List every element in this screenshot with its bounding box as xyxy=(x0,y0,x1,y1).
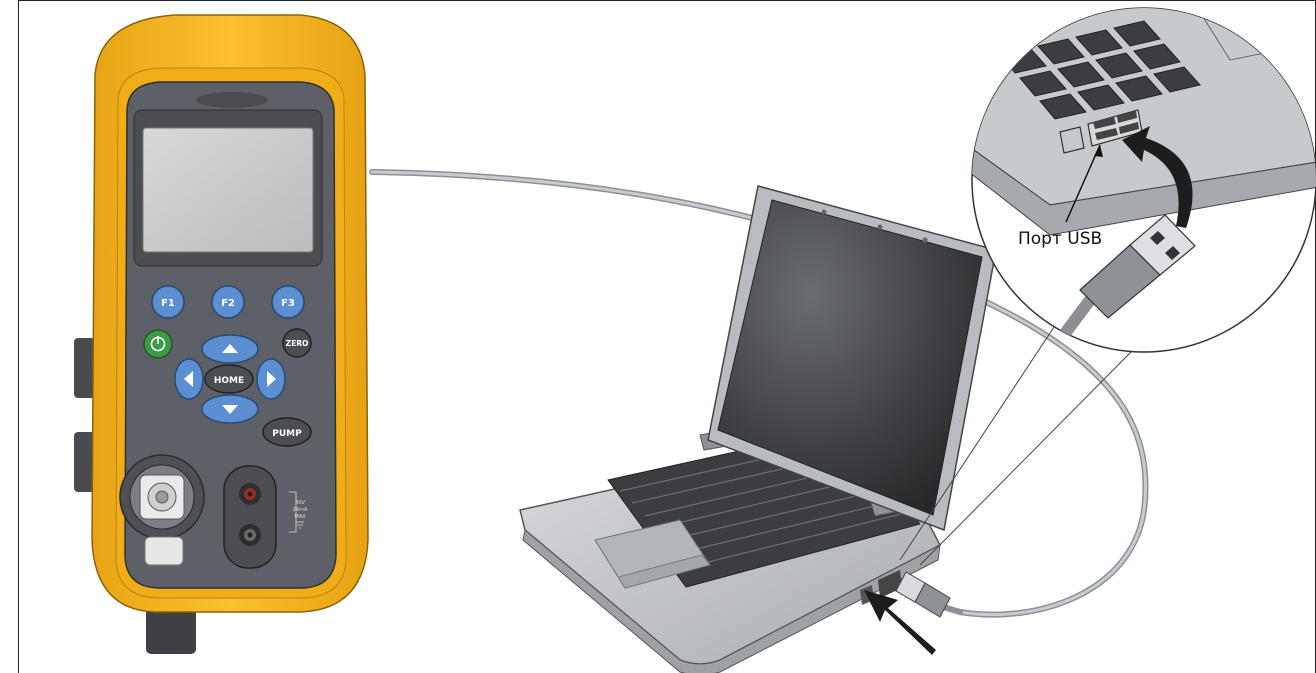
usb-plug-laptop xyxy=(896,572,960,617)
vent-knob xyxy=(145,537,183,565)
usb-port-callout: Порт USB xyxy=(960,0,1316,352)
pressure-calibrator: F1 F2 F3 ZERO xyxy=(74,15,368,654)
marking-voltage: 30V xyxy=(295,500,305,506)
power-button xyxy=(144,330,172,358)
pump-button: PUMP xyxy=(263,418,311,446)
marking-max: MAX xyxy=(294,514,306,520)
f3-label: F3 xyxy=(281,298,295,309)
f2-label: F2 xyxy=(221,298,235,309)
zero-button: ZERO xyxy=(283,329,311,357)
pressure-port xyxy=(120,455,204,539)
pump-label: PUMP xyxy=(272,429,302,439)
f3-button: F3 xyxy=(272,286,304,318)
lcd-display xyxy=(143,128,313,252)
home-label: HOME xyxy=(214,376,244,386)
zero-label: ZERO xyxy=(286,339,309,348)
usb-port-label: Порт USB xyxy=(1018,229,1102,249)
f2-button: F2 xyxy=(212,286,244,318)
f1-button: F1 xyxy=(152,286,184,318)
f1-label: F1 xyxy=(161,298,175,309)
marking-current: 24mA xyxy=(293,507,308,513)
